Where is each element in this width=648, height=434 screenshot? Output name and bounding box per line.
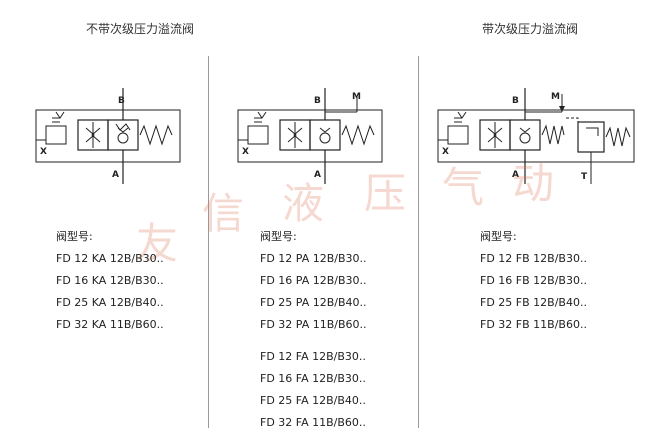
list-item: FD 12 FA 12B/B30.. [260,350,366,363]
port-label-a: A [112,170,119,180]
list-item: FD 32 PA 11B/B60.. [260,318,367,331]
model-list-label: 阀型号: [260,230,297,243]
port-label-b: B [118,96,125,106]
port-label-b: B [314,96,321,106]
model-list-pa: 阀型号: FD 12 PA 12B/B30.. FD 16 PA 12B/B30… [260,226,367,336]
port-label-b: B [512,96,519,106]
column-divider-2 [418,56,419,428]
list-item: FD 32 FA 11B/B60.. [260,416,366,429]
list-item: FD 25 PA 12B/B40.. [260,296,367,309]
list-item: FD 32 KA 11B/B60.. [56,318,164,331]
list-item: FD 25 FA 12B/B40.. [260,394,366,407]
list-item: FD 16 FA 12B/B30.. [260,372,366,385]
model-list-label: 阀型号: [480,230,517,243]
schematic-pa [236,88,386,184]
list-item: FD 12 FB 12B/B30.. [480,252,587,265]
list-item: FD 16 PA 12B/B30.. [260,274,367,287]
list-item: FD 12 PA 12B/B30.. [260,252,367,265]
model-list-fb: 阀型号: FD 12 FB 12B/B30.. FD 16 FB 12B/B30… [480,226,587,336]
port-label-m: M [352,92,361,102]
list-item: FD 25 FB 12B/B40.. [480,296,587,309]
column-divider-1 [208,56,209,428]
list-item: FD 16 KA 12B/B30.. [56,274,164,287]
schematic-ka [34,88,184,184]
port-label-x: X [40,147,47,157]
heading-without-secondary-relief: 不带次级压力溢流阀 [86,22,195,36]
list-item: FD 12 KA 12B/B30.. [56,252,164,265]
model-list-fa: FD 12 FA 12B/B30.. FD 16 FA 12B/B30.. FD… [260,346,366,434]
port-label-x: X [442,147,449,157]
list-item: FD 25 KA 12B/B40.. [56,296,164,309]
schematic-fb [436,88,636,184]
port-label-x: X [242,147,249,157]
port-label-m: M [551,92,560,102]
model-list-ka: 阀型号: FD 12 KA 12B/B30.. FD 16 KA 12B/B30… [56,226,164,336]
list-item: FD 32 FB 11B/B60.. [480,318,587,331]
model-list-label: 阀型号: [56,230,93,243]
port-label-t: T [581,172,588,182]
list-item: FD 16 FB 12B/B30.. [480,274,587,287]
port-label-a: A [314,170,321,180]
heading-with-secondary-relief: 带次级压力溢流阀 [482,22,579,36]
port-label-a: A [512,170,519,180]
